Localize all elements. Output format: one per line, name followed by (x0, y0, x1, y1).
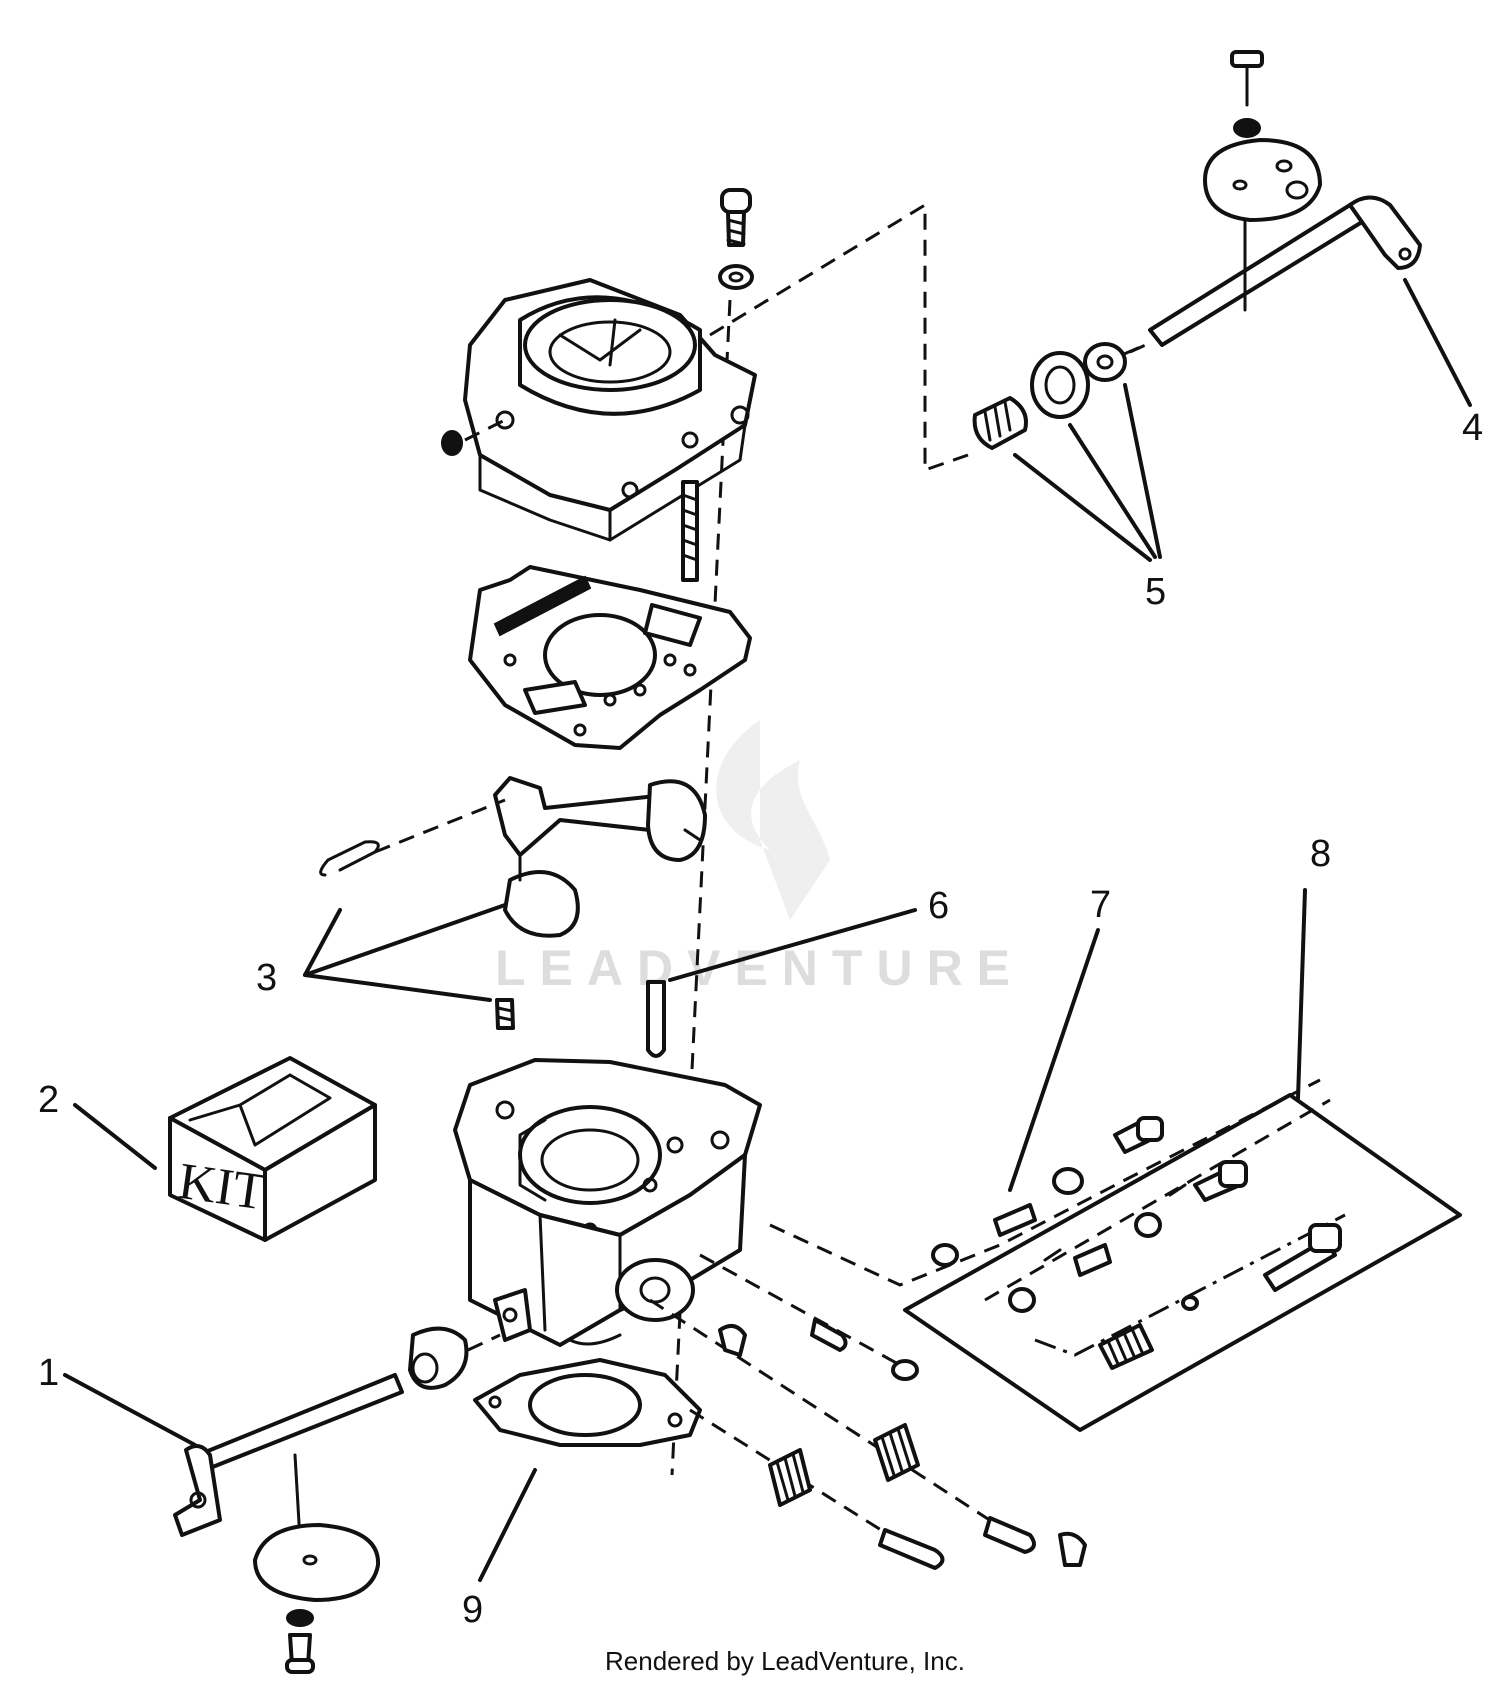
air-horn-nut (441, 418, 506, 456)
main-jet (646, 980, 666, 1058)
callout-9: 9 (462, 1589, 483, 1631)
footer-credit: Rendered by LeadVenture, Inc. (605, 1646, 965, 1676)
leaders-3 (303, 903, 507, 1002)
callout-6: 6 (928, 885, 949, 927)
kit-spring (1098, 1323, 1154, 1370)
guide-line-vertical (670, 299, 732, 1476)
inlet-needle (495, 998, 515, 1030)
float-pin-clip (319, 798, 506, 877)
choke-seal-parts (972, 341, 1151, 450)
air-horn-screw (718, 188, 754, 290)
stud (681, 480, 699, 582)
idle-mixture-screws (649, 1253, 1087, 1570)
guide-line-choke (709, 202, 969, 473)
leader-4 (1403, 278, 1472, 407)
gasket-kit-panel (769, 1078, 1462, 1432)
float-assembly (493, 776, 707, 938)
leader-8 (1296, 888, 1307, 1100)
leader-1 (63, 1373, 197, 1447)
spring-lower-right (873, 1423, 920, 1482)
callout-8: 8 (1310, 833, 1331, 875)
throttle-shaft-lower (173, 1326, 501, 1674)
air-horn-body (463, 278, 757, 542)
carburetor-body (453, 1058, 762, 1347)
callout-3: 3 (256, 957, 277, 999)
flange-gasket (473, 1358, 702, 1447)
spring-lower-left (768, 1448, 812, 1507)
body-gasket (468, 565, 752, 750)
leader-2 (73, 1103, 157, 1170)
watermark-logo (716, 720, 830, 920)
leader-6 (668, 908, 917, 982)
leader-7 (1008, 928, 1100, 1192)
watermark-text: LEADVENTURE (495, 940, 1024, 996)
throttle-shaft-assembly (1108, 50, 1422, 362)
callout-2: 2 (38, 1079, 59, 1121)
callout-4: 4 (1462, 407, 1483, 449)
kit-box-label: KIT (175, 1153, 269, 1222)
callout-1: 1 (38, 1352, 59, 1394)
callout-7: 7 (1090, 884, 1111, 926)
leader-9 (478, 1468, 537, 1582)
leaders-5 (1013, 383, 1162, 562)
callout-5: 5 (1145, 571, 1166, 613)
repair-kit-box: KIT (168, 1056, 377, 1242)
